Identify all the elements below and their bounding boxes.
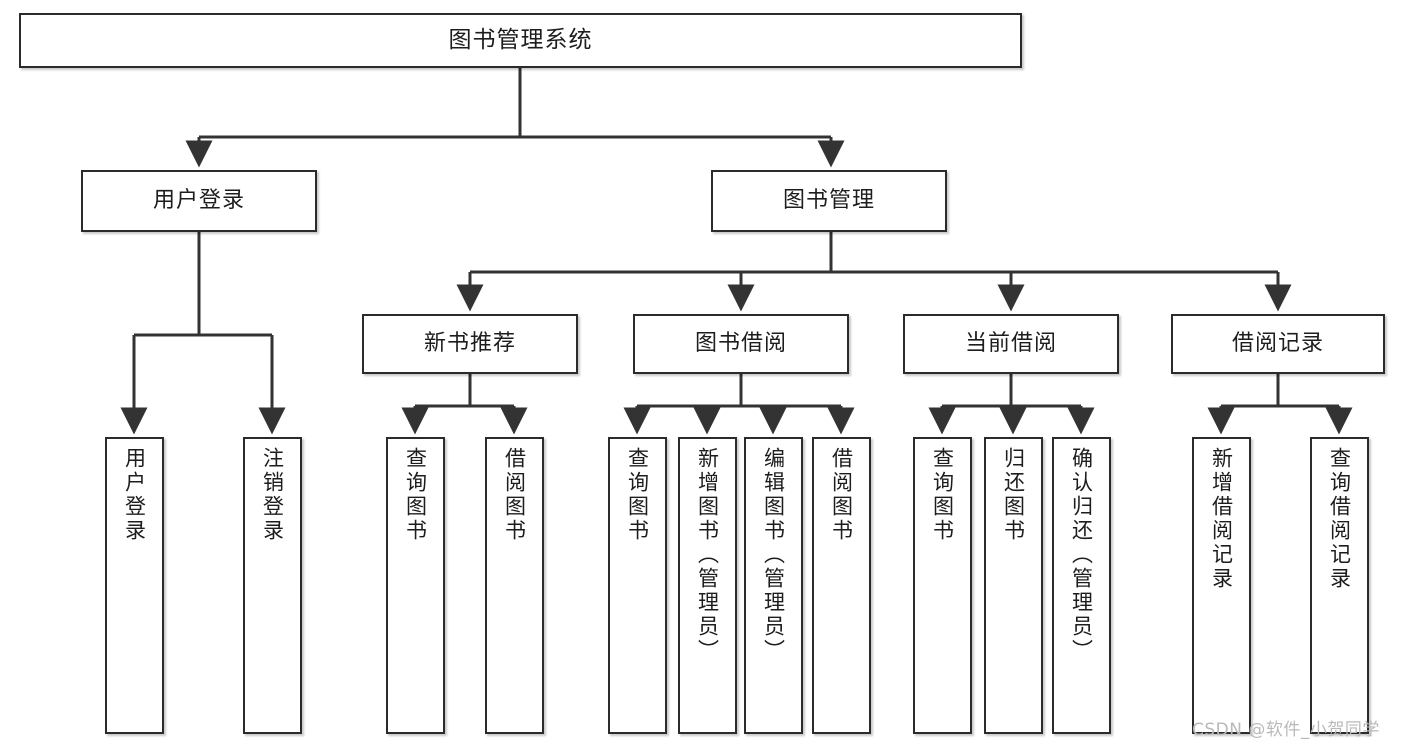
node-label: 查询借阅记录 — [1327, 447, 1352, 591]
leaf-borrow-book-2[interactable]: 借阅图书 — [812, 437, 871, 734]
node-current-borrow[interactable]: 当前借阅 — [903, 314, 1119, 374]
leaf-query-borrow-record[interactable]: 查询借阅记录 — [1310, 437, 1369, 734]
leaf-user-logout[interactable]: 注销登录 — [243, 437, 302, 734]
node-label: 新增图书（管理员） — [695, 447, 720, 663]
node-borrow-record[interactable]: 借阅记录 — [1171, 314, 1385, 374]
node-root[interactable]: 图书管理系统 — [19, 13, 1022, 68]
leaf-query-book-3[interactable]: 查询图书 — [913, 437, 972, 734]
node-label: 图书管理系统 — [448, 26, 593, 53]
node-book-borrow[interactable]: 图书借阅 — [633, 314, 849, 374]
leaf-borrow-book-1[interactable]: 借阅图书 — [485, 437, 544, 734]
node-label: 借阅图书 — [829, 447, 854, 543]
node-label: 归还图书 — [1001, 447, 1026, 543]
leaf-confirm-return-admin[interactable]: 确认归还（管理员） — [1052, 437, 1111, 734]
leaf-add-borrow-record[interactable]: 新增借阅记录 — [1192, 437, 1251, 734]
node-label: 编辑图书（管理员） — [761, 447, 786, 663]
leaf-query-book-1[interactable]: 查询图书 — [386, 437, 445, 734]
node-label: 注销登录 — [260, 447, 285, 543]
leaf-user-login[interactable]: 用户登录 — [105, 437, 164, 734]
node-label: 图书管理 — [782, 187, 875, 213]
leaf-edit-book-admin[interactable]: 编辑图书（管理员） — [744, 437, 803, 734]
node-label: 查询图书 — [930, 447, 955, 543]
node-label: 用户登录 — [122, 447, 147, 543]
node-new-book-recommend[interactable]: 新书推荐 — [362, 314, 578, 374]
node-label: 新书推荐 — [423, 330, 516, 356]
node-label: 确认归还（管理员） — [1069, 447, 1094, 663]
node-label: 图书借阅 — [694, 330, 787, 356]
watermark: CSDN @软件_小贺同学 — [1192, 720, 1380, 740]
leaf-query-book-2[interactable]: 查询图书 — [608, 437, 667, 734]
node-label: 用户登录 — [152, 187, 245, 213]
node-label: 查询图书 — [625, 447, 650, 543]
node-label: 新增借阅记录 — [1209, 447, 1234, 591]
node-user-login[interactable]: 用户登录 — [81, 170, 317, 232]
node-label: 查询图书 — [403, 447, 428, 543]
leaf-add-book-admin[interactable]: 新增图书（管理员） — [678, 437, 737, 734]
leaf-return-book[interactable]: 归还图书 — [984, 437, 1043, 734]
node-label: 借阅图书 — [502, 447, 527, 543]
node-book-manage[interactable]: 图书管理 — [711, 170, 947, 232]
node-label: 当前借阅 — [964, 330, 1057, 356]
node-label: 借阅记录 — [1231, 330, 1324, 356]
